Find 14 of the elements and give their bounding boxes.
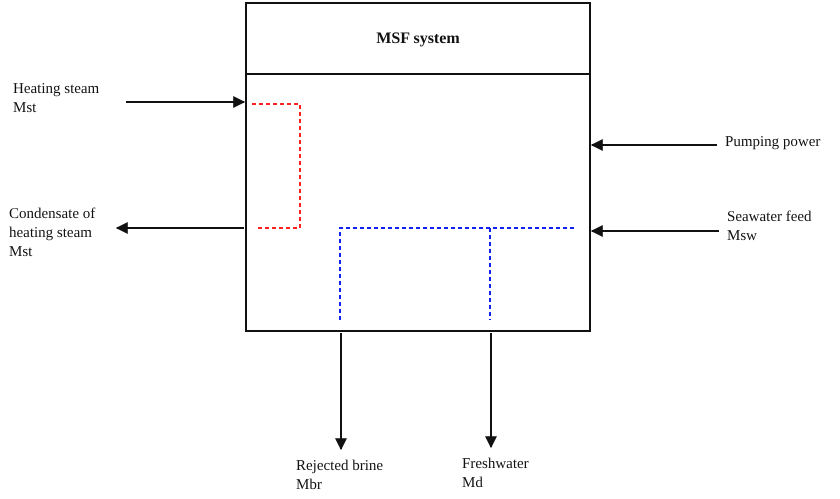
output-label: Condensate of heating steam Mst <box>9 205 109 262</box>
input-label: Seawater feed Msw <box>727 208 837 246</box>
arrow <box>116 222 244 234</box>
input-label: Heating steam Mst <box>13 80 118 118</box>
arrow <box>335 333 347 450</box>
system-box <box>245 2 591 332</box>
box-title: MSF system <box>376 29 460 48</box>
arrow <box>126 96 246 108</box>
input-label: Pumping power <box>725 133 837 152</box>
arrow <box>590 139 717 151</box>
arrow <box>485 333 497 448</box>
output-label: Freshwater Md <box>462 455 542 493</box>
output-label: Rejected brine Mbr <box>296 457 396 495</box>
arrow <box>590 225 719 237</box>
